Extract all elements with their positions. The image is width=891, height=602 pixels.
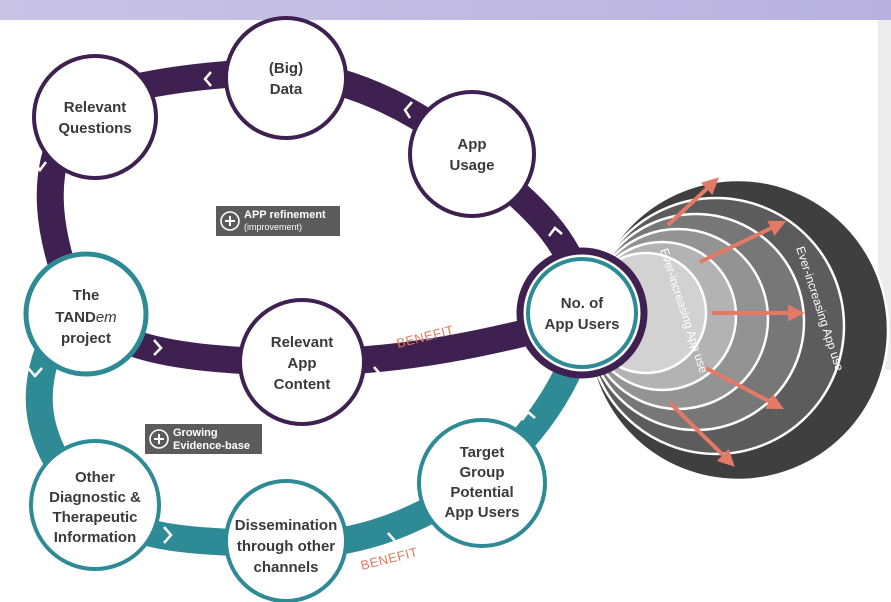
node-other-diagnostic-line2: Diagnostic & bbox=[49, 489, 141, 506]
node-dissemination-line2: through other bbox=[237, 538, 335, 555]
node-dissemination-line1: Dissemination bbox=[235, 517, 338, 534]
node-tandem-name-suffix: em bbox=[96, 309, 117, 326]
node-tandem-line1: The bbox=[73, 287, 100, 304]
node-target-group-line3: Potential bbox=[450, 484, 513, 501]
node-tandem-project: The TANDem project bbox=[23, 251, 149, 377]
svg-text:TANDem: TANDem bbox=[55, 309, 116, 326]
node-relevant-app-content-line2: App bbox=[287, 355, 316, 372]
node-relevant-questions: Relevant Questions bbox=[32, 54, 158, 180]
node-app-usage: App Usage bbox=[408, 90, 536, 218]
node-target-group-line4: App Users bbox=[444, 504, 519, 521]
app-refinement-badge: APP refinement (improvement) bbox=[216, 206, 340, 236]
node-relevant-app-content-line1: Relevant bbox=[271, 334, 334, 351]
chevron-icon bbox=[153, 339, 163, 356]
chevron-icon bbox=[163, 526, 173, 544]
growing-evidence-line1: Growing bbox=[173, 427, 218, 439]
node-big-data-line1: (Big) bbox=[269, 60, 303, 77]
growth-arrow bbox=[666, 177, 719, 227]
chevron-icon bbox=[521, 410, 536, 421]
chevron-icon bbox=[27, 367, 43, 378]
node-tandem-name: TAND bbox=[55, 309, 96, 326]
growing-evidence-badge: Growing Evidence-base bbox=[145, 424, 262, 454]
top-strip bbox=[0, 0, 891, 20]
node-other-diagnostic: Other Diagnostic & Therapeutic Informati… bbox=[29, 439, 161, 571]
node-app-usage-line1: App bbox=[457, 136, 486, 153]
node-tandem-line3: project bbox=[61, 330, 111, 347]
flow-chevrons bbox=[27, 71, 563, 550]
node-big-data-line2: Data bbox=[270, 81, 303, 98]
node-relevant-questions-line1: Relevant bbox=[64, 99, 127, 116]
node-no-app-users-line1: No. of bbox=[561, 295, 604, 312]
chevron-icon bbox=[403, 101, 413, 119]
node-target-group: Target Group Potential App Users bbox=[417, 418, 547, 548]
node-other-diagnostic-line3: Therapeutic bbox=[52, 509, 137, 526]
node-other-diagnostic-line4: Information bbox=[54, 529, 137, 546]
node-no-app-users: No. of App Users bbox=[516, 247, 648, 379]
chevron-icon bbox=[387, 532, 397, 550]
plus-cycle-icon bbox=[220, 211, 240, 231]
chevron-icon bbox=[373, 366, 383, 383]
node-relevant-app-content-line3: Content bbox=[274, 376, 331, 393]
node-big-data: (Big) Data bbox=[224, 16, 348, 140]
app-refinement-subtitle: (improvement) bbox=[244, 222, 302, 232]
growth-arrows bbox=[666, 177, 805, 467]
node-target-group-line2: Group bbox=[460, 464, 505, 481]
growing-evidence-line2: Evidence-base bbox=[173, 440, 250, 452]
node-dissemination: Dissemination through other channels bbox=[224, 479, 348, 602]
plus-cycle-icon bbox=[149, 429, 169, 449]
app-refinement-title: APP refinement bbox=[244, 209, 326, 221]
growth-arrow bbox=[705, 366, 784, 410]
chevron-icon bbox=[203, 71, 212, 87]
node-target-group-line1: Target bbox=[460, 444, 505, 461]
node-no-app-users-line2: App Users bbox=[544, 316, 619, 333]
node-app-usage-line2: Usage bbox=[449, 157, 494, 174]
node-dissemination-line3: channels bbox=[253, 559, 318, 576]
chevron-icon bbox=[33, 161, 47, 173]
chevron-icon bbox=[548, 226, 563, 237]
node-other-diagnostic-line1: Other bbox=[75, 469, 115, 486]
node-relevant-questions-line2: Questions bbox=[58, 120, 131, 137]
node-relevant-app-content: Relevant App Content bbox=[238, 298, 366, 426]
growth-arrow bbox=[668, 401, 735, 467]
growth-arrow bbox=[699, 220, 787, 264]
